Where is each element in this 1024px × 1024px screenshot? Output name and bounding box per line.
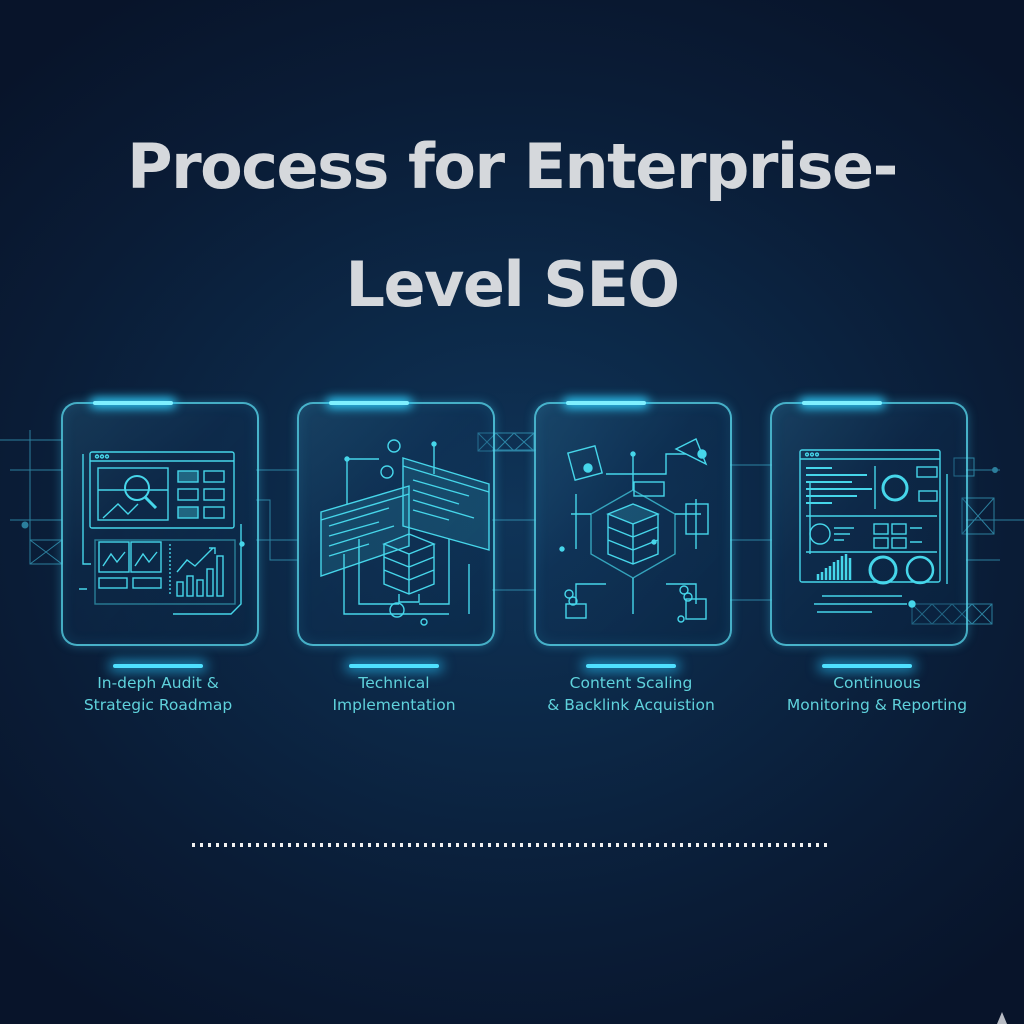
- step-1-label-line-2: Strategic Roadmap: [83, 696, 233, 714]
- network-links-icon: [559, 438, 709, 623]
- page-title: Process for Enterprise- Level SEO: [0, 108, 1024, 344]
- analytics-dashboard-icon: [799, 449, 948, 613]
- step-4-card: [770, 401, 968, 668]
- step-1-card: [61, 401, 259, 668]
- step-4-glow: [822, 664, 912, 668]
- step-1-label-line-1: In-deph Audit &: [97, 674, 219, 692]
- step-2-label-line-2: Implementation: [332, 696, 456, 714]
- step-2-label-line-1: Technical: [358, 674, 430, 692]
- step-4-label-line-2: Monitoring & Reporting: [786, 696, 968, 714]
- step-1-glow: [113, 664, 203, 668]
- corner-triangle-icon: [997, 1012, 1007, 1024]
- step-1-label: In-deph Audit & Strategic Roadmap: [38, 672, 278, 716]
- step-4-label-line-1: Continuous: [833, 674, 921, 692]
- step-3-label-line-2: & Backlink Acquistion: [547, 696, 715, 714]
- title-line-1: Process for Enterprise-: [127, 130, 898, 203]
- server-code-windows-icon: [320, 439, 490, 626]
- audit-dashboard-icon: [79, 451, 245, 615]
- step-3-card: [534, 401, 732, 668]
- circuit-connectors: [0, 430, 1024, 625]
- dotted-divider: [192, 843, 832, 847]
- step-2-label: Technical Implementation: [274, 672, 514, 716]
- step-2-card: [297, 401, 495, 668]
- step-3-label-line-1: Content Scaling: [569, 674, 693, 692]
- step-2-glow: [349, 664, 439, 668]
- step-4-label: Continuous Monitoring & Reporting: [757, 672, 997, 716]
- title-line-2: Level SEO: [345, 248, 680, 321]
- step-3-label: Content Scaling & Backlink Acquistion: [511, 672, 751, 716]
- step-3-glow: [586, 664, 676, 668]
